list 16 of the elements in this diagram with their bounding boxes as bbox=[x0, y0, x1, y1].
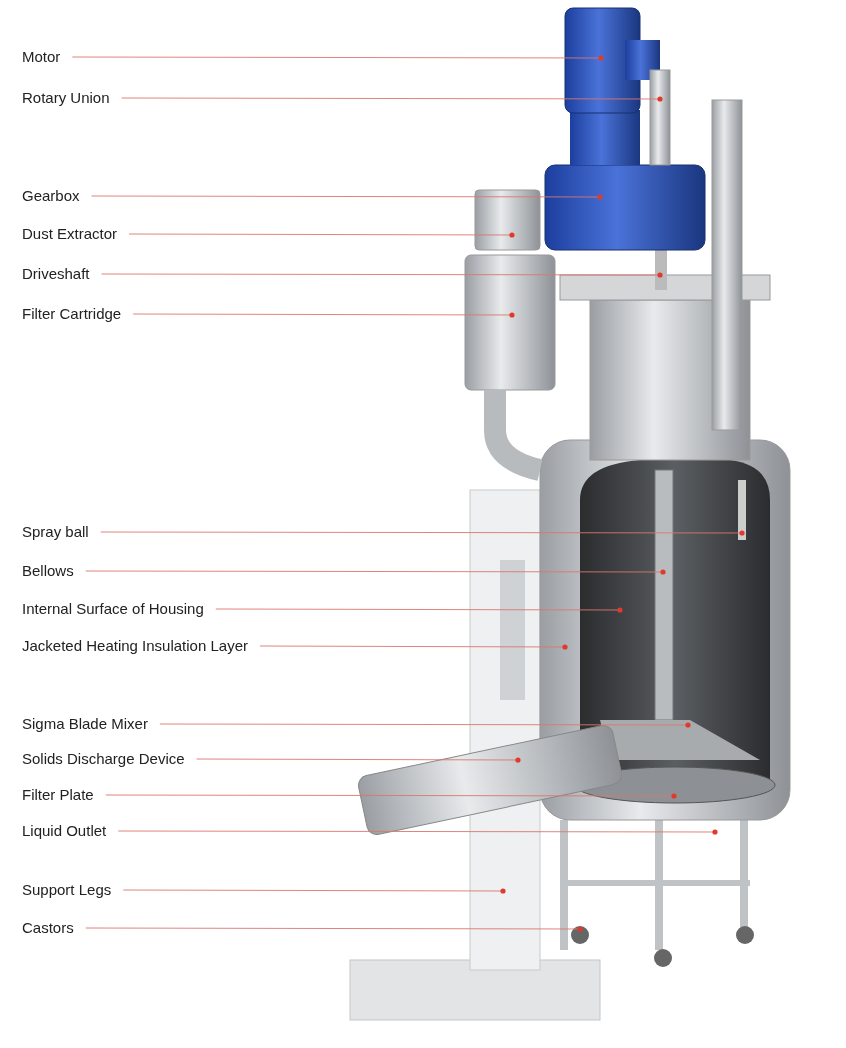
part-label: Spray ball bbox=[22, 523, 89, 541]
part-label: Bellows bbox=[22, 562, 74, 580]
part-label: Filter Plate bbox=[22, 786, 94, 804]
part-label: Rotary Union bbox=[22, 89, 110, 107]
part-label: Internal Surface of Housing bbox=[22, 600, 204, 618]
part-label: Solids Discharge Device bbox=[22, 750, 185, 768]
part-label: Sigma Blade Mixer bbox=[22, 715, 148, 733]
part-label: Dust Extractor bbox=[22, 225, 118, 243]
part-label: Liquid Outlet bbox=[22, 822, 107, 840]
part-label: Jacketed Heating Insulation Layer bbox=[22, 637, 248, 655]
part-label: Support Legs bbox=[22, 881, 112, 899]
part-label: Motor bbox=[22, 48, 61, 66]
part-label: Driveshaft bbox=[22, 265, 90, 283]
part-label: Gearbox bbox=[22, 187, 80, 205]
part-label: Castors bbox=[22, 919, 74, 937]
part-label: Filter Cartridge bbox=[22, 305, 122, 323]
